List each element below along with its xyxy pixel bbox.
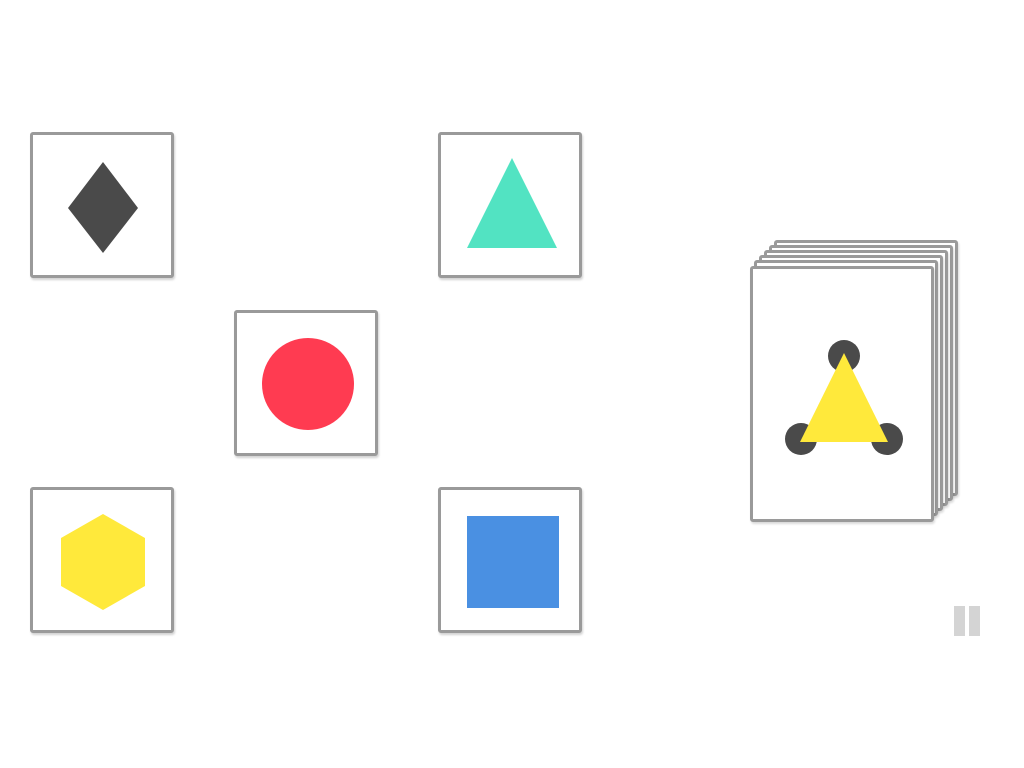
hexagon-shape (61, 514, 145, 610)
pause-bar-left (954, 606, 965, 636)
triangle-icon (467, 158, 557, 248)
shape-card-circle[interactable] (234, 310, 378, 456)
triangle-shape (800, 353, 888, 442)
shape-card-hexagon[interactable] (30, 487, 174, 633)
circle-shape (262, 338, 354, 430)
diamond-icon (68, 162, 138, 253)
triangle-shape (467, 158, 557, 248)
shape-card-square[interactable] (438, 487, 582, 633)
triangle-with-dots-icon (785, 340, 903, 455)
square-shape (467, 516, 559, 608)
card-deck (750, 238, 970, 530)
hexagon-icon (61, 514, 145, 610)
diamond-shape (68, 162, 138, 253)
shape-card-diamond[interactable] (30, 132, 174, 278)
shape-card-triangle[interactable] (438, 132, 582, 278)
pause-bar-right (969, 606, 980, 636)
square-icon (467, 516, 559, 608)
circle-icon (262, 338, 354, 430)
deck-top-card[interactable] (750, 266, 934, 522)
pause-button[interactable] (950, 604, 986, 640)
